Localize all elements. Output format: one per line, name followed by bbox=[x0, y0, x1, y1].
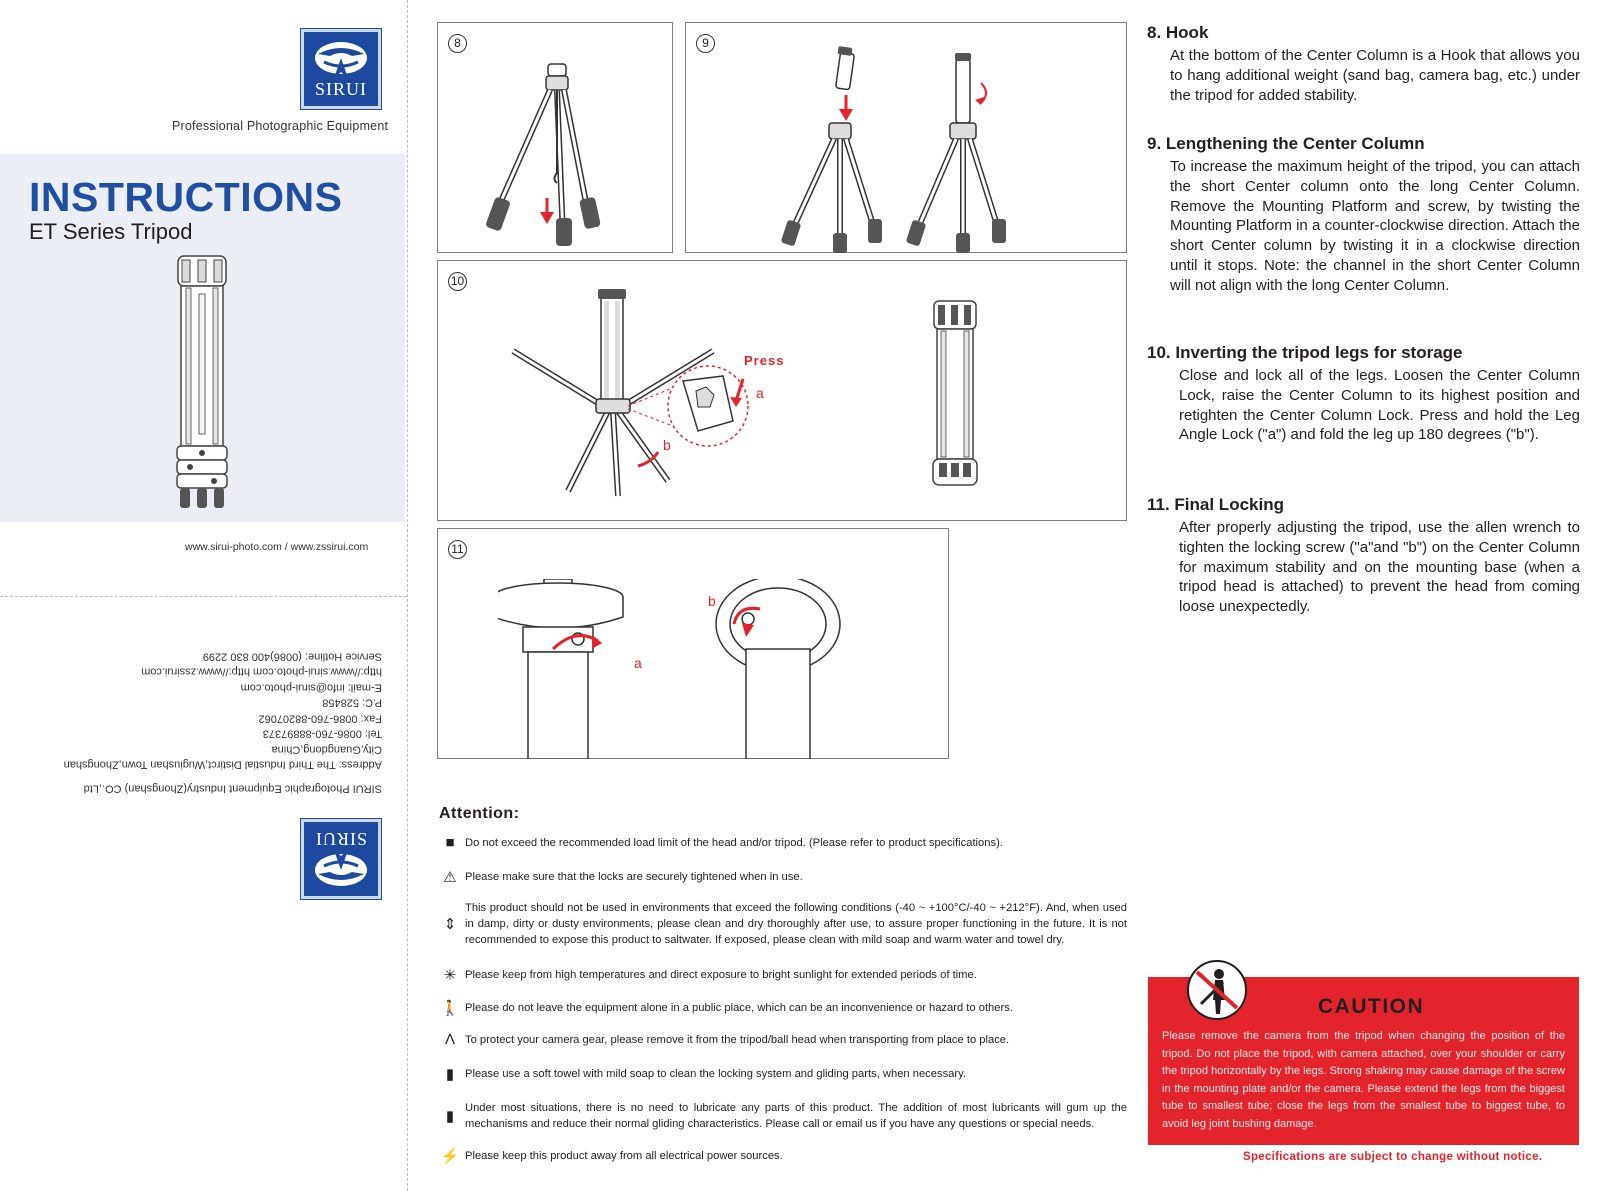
label-b: b bbox=[708, 593, 716, 609]
cover-fold-line bbox=[0, 596, 407, 597]
caution-text: Please remove the camera from the tripod… bbox=[1162, 1030, 1565, 1130]
section-body-center-column: To increase the maximum height of the tr… bbox=[1170, 158, 1580, 294]
folded-tripod-image bbox=[176, 255, 228, 508]
temperature-icon: ⇕ bbox=[443, 916, 457, 933]
attention-item: 🚶 Please do not leave the equipment alon… bbox=[439, 999, 1127, 1017]
oil-can-icon: ▮ bbox=[445, 1108, 455, 1125]
lightning-icon: ⚡ bbox=[440, 1148, 460, 1165]
attention-text: Please use a soft towel with mild soap t… bbox=[465, 1068, 967, 1080]
tripod-icon: Λ bbox=[444, 1031, 456, 1048]
sirui-logo-inverted: SIRUI bbox=[300, 818, 382, 900]
logo-word: SIRUI bbox=[315, 829, 368, 849]
caution-title: CAUTION bbox=[1318, 995, 1425, 1018]
sirui-logo: SIRUI bbox=[300, 28, 382, 110]
logo-word: SIRUI bbox=[314, 79, 367, 99]
attention-item: ▮ Under most situations, there is no nee… bbox=[439, 1100, 1127, 1132]
section-body-invert-legs: Close and lock all of the legs. Loosen t… bbox=[1179, 367, 1580, 444]
max-weight-icon: ■ bbox=[445, 834, 455, 851]
sirui-emblem-icon bbox=[315, 42, 367, 78]
website-urls: www.sirui-photo.com / www.zssirui.com bbox=[185, 541, 369, 553]
warning-icon: ⚠ bbox=[443, 869, 457, 886]
figure-10-invert-legs: 10 Press a b bbox=[437, 260, 1127, 521]
attention-text: To protect your camera gear, please remo… bbox=[465, 1033, 1010, 1046]
figure-8-hook: 8 bbox=[437, 22, 673, 253]
attention-item: ⇕ This product should not be used in env… bbox=[439, 900, 1127, 948]
sirui-emblem-icon bbox=[315, 850, 367, 886]
column-extension-image bbox=[781, 46, 1006, 253]
figure-number: 9 bbox=[696, 34, 715, 53]
label-a: a bbox=[756, 385, 764, 401]
page-subtitle: ET Series Tripod bbox=[29, 219, 193, 244]
company-contact-block: SIRUI Photographic Equipment Industry(Zh… bbox=[30, 648, 382, 796]
contact-line: Fax: 0086-760-88207062 bbox=[258, 712, 382, 725]
section-title-invert-legs: 10. Inverting the tripod legs for storag… bbox=[1147, 343, 1463, 362]
attention-item: Λ To protect your camera gear, please re… bbox=[439, 1031, 1127, 1048]
attention-text: Please do not leave the equipment alone … bbox=[465, 1002, 1013, 1014]
panel-fold-line bbox=[407, 0, 408, 1191]
attention-text: Please make sure that the locks are secu… bbox=[465, 871, 803, 883]
figure-9-center-column: 9 bbox=[685, 22, 1127, 253]
attention-title: Attention: bbox=[439, 805, 520, 822]
attention-text: Please keep this product away from all e… bbox=[465, 1150, 783, 1162]
attention-text: Do not exceed the recommended load limit… bbox=[465, 836, 1003, 849]
walking-person-icon: 🚶 bbox=[440, 1000, 460, 1017]
sun-icon: ✳ bbox=[443, 967, 457, 984]
attention-item: ⚠ Please make sure that the locks are se… bbox=[439, 868, 1127, 886]
page-title: INSTRUCTIONS bbox=[29, 174, 343, 220]
tripod-hook-image bbox=[486, 63, 601, 246]
attention-text: Please keep from high temperatures and d… bbox=[465, 969, 977, 981]
attention-item: ▮ Please use a soft towel with mild soap… bbox=[439, 1065, 1127, 1083]
contact-line: Tel: 0086-760-88897373 bbox=[262, 728, 382, 740]
locking-screws-image bbox=[498, 579, 841, 759]
tagline: Professional Photographic Equipment bbox=[172, 119, 389, 133]
contact-line: http://www.sirui-photo.com http://www.zs… bbox=[141, 666, 382, 678]
attention-text: This product should not be used in envir… bbox=[465, 902, 1127, 946]
bottle-icon: ▮ bbox=[445, 1066, 455, 1083]
attention-item: ■ Do not exceed the recommended load lim… bbox=[439, 834, 1127, 851]
attention-text: Under most situations, there is no need … bbox=[465, 1102, 1127, 1130]
section-body-final-locking: After properly adjusting the tripod, use… bbox=[1179, 519, 1580, 616]
figure-number: 8 bbox=[448, 34, 467, 53]
section-title-center-column: 9. Lengthening the Center Column bbox=[1147, 134, 1425, 153]
figure-number: 10 bbox=[448, 272, 467, 291]
attention-item: ✳ Please keep from high temperatures and… bbox=[439, 966, 1127, 984]
section-title-final-locking: 11. Final Locking bbox=[1147, 495, 1284, 514]
contact-line: City,Guangdong,China bbox=[271, 743, 382, 756]
label-a: a bbox=[634, 655, 642, 671]
inverted-legs-image bbox=[511, 289, 749, 497]
contact-line: Service Hotline: (0086)400 830 2299 bbox=[202, 650, 382, 663]
section-title-hook: 8. Hook bbox=[1147, 23, 1209, 42]
label-b: b bbox=[663, 437, 671, 453]
figure-number: 11 bbox=[448, 540, 467, 559]
folded-legs-image bbox=[932, 300, 978, 486]
attention-item: ⚡ Please keep this product away from all… bbox=[439, 1147, 1127, 1165]
press-label: Press bbox=[744, 353, 785, 368]
no-shoulder-carry-icon bbox=[1187, 960, 1247, 1020]
contact-line: SIRUI Photographic Equipment Industry(Zh… bbox=[83, 782, 382, 795]
specifications-note: Specifications are subject to change wit… bbox=[1243, 1151, 1543, 1163]
contact-line: P.C: 528458 bbox=[322, 697, 382, 709]
contact-line: E-mail: info@sirui-photo.com bbox=[240, 681, 382, 694]
figure-11-final-locking: 11 a b bbox=[437, 528, 949, 759]
contact-line: Address: The Third Industial Distirct,Wu… bbox=[63, 759, 382, 771]
section-body-hook: At the bottom of the Center Column is a … bbox=[1170, 47, 1580, 104]
